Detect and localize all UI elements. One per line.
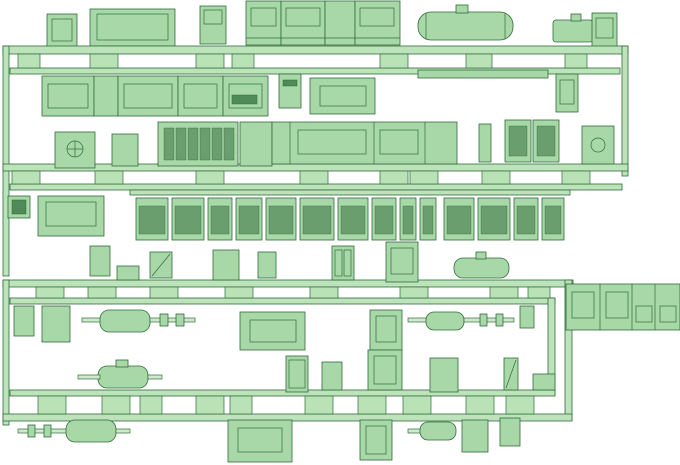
rail	[2, 279, 574, 288]
valve-icon	[478, 123, 492, 163]
filter-mesh	[402, 205, 414, 235]
cabinet-row-upper	[41, 69, 615, 169]
remote-panel-group	[565, 283, 680, 331]
valve-icon	[159, 313, 169, 327]
pressure-vessel-icon	[65, 419, 117, 443]
control-cabinet-icon	[280, 0, 326, 46]
filter-mesh	[480, 205, 508, 235]
filter-mesh	[210, 205, 230, 235]
filter-mesh	[238, 205, 260, 235]
control-cabinet-icon	[41, 75, 95, 117]
rail	[9, 297, 556, 305]
control-cabinet-icon	[359, 419, 393, 461]
door-panel	[285, 355, 309, 393]
switchgear-lineup	[271, 121, 458, 165]
filter-bank-row	[7, 195, 565, 241]
valve-icon	[495, 313, 504, 327]
valve-icon	[175, 313, 185, 327]
rail	[2, 279, 10, 426]
pressure-vessel-icon	[425, 311, 465, 331]
small-cabinet	[13, 305, 35, 337]
small-cabinet	[499, 417, 521, 447]
filter-mesh	[374, 205, 394, 235]
fan-icon	[581, 125, 615, 165]
pressure-vessel-icon	[99, 309, 151, 333]
piping-row-b	[77, 349, 556, 393]
junction-box	[555, 73, 579, 113]
control-cabinet-icon	[354, 0, 401, 46]
small-cabinet	[532, 373, 556, 391]
valve-icon	[27, 424, 36, 438]
filter-mesh	[340, 205, 366, 235]
control-cabinet-icon	[239, 121, 273, 167]
small-cabinet	[257, 251, 277, 279]
control-cabinet-icon	[309, 77, 376, 115]
rail	[9, 67, 621, 75]
filter-mesh	[544, 205, 562, 235]
motor-icon	[116, 265, 140, 281]
control-cabinet-icon	[239, 311, 306, 351]
top-equipment-row	[46, 0, 618, 50]
valve-icon	[479, 313, 488, 327]
rail	[2, 45, 629, 55]
small-cabinet	[212, 249, 240, 281]
control-cabinet-icon	[565, 283, 680, 331]
pressure-vessel-icon	[453, 257, 510, 279]
control-cabinet-icon	[117, 75, 179, 117]
piping-row-a	[13, 305, 535, 351]
transformer-housing	[89, 8, 176, 47]
cable-tray	[417, 69, 549, 79]
rail	[621, 45, 629, 177]
door-panel	[331, 245, 355, 281]
control-cabinet-icon	[177, 75, 224, 117]
filter-mesh	[302, 205, 332, 235]
junction-box	[278, 73, 302, 109]
control-cabinet-icon	[37, 195, 105, 237]
rail	[9, 389, 556, 397]
small-cabinet	[111, 133, 139, 167]
small-cabinet	[519, 305, 535, 329]
filter-mesh	[422, 205, 434, 235]
pressure-vessel-icon	[97, 365, 149, 389]
small-cabinet	[89, 245, 111, 277]
junction-box	[429, 357, 459, 393]
filter-mesh	[174, 205, 202, 235]
motor-icon	[552, 19, 594, 43]
valve-icon	[43, 424, 52, 438]
filter-mesh	[516, 205, 536, 235]
junction-box	[41, 305, 71, 343]
filter-mesh	[446, 205, 472, 235]
rail	[129, 189, 571, 196]
pressure-vessel-icon	[417, 11, 514, 41]
rail	[2, 163, 629, 172]
structural-frame	[2, 45, 629, 426]
rail	[9, 183, 623, 191]
filter-mesh	[268, 205, 294, 235]
control-cabinet-icon	[324, 0, 356, 46]
bottom-equipment-row	[17, 417, 521, 463]
junction-box	[461, 419, 489, 453]
auxiliary-row	[89, 241, 510, 283]
small-cabinet	[321, 361, 343, 391]
control-cabinet-icon	[227, 419, 293, 463]
filter-mesh	[138, 205, 166, 235]
control-cabinet-icon	[222, 75, 269, 117]
pressure-vessel-icon	[419, 421, 457, 441]
rail	[2, 45, 10, 277]
